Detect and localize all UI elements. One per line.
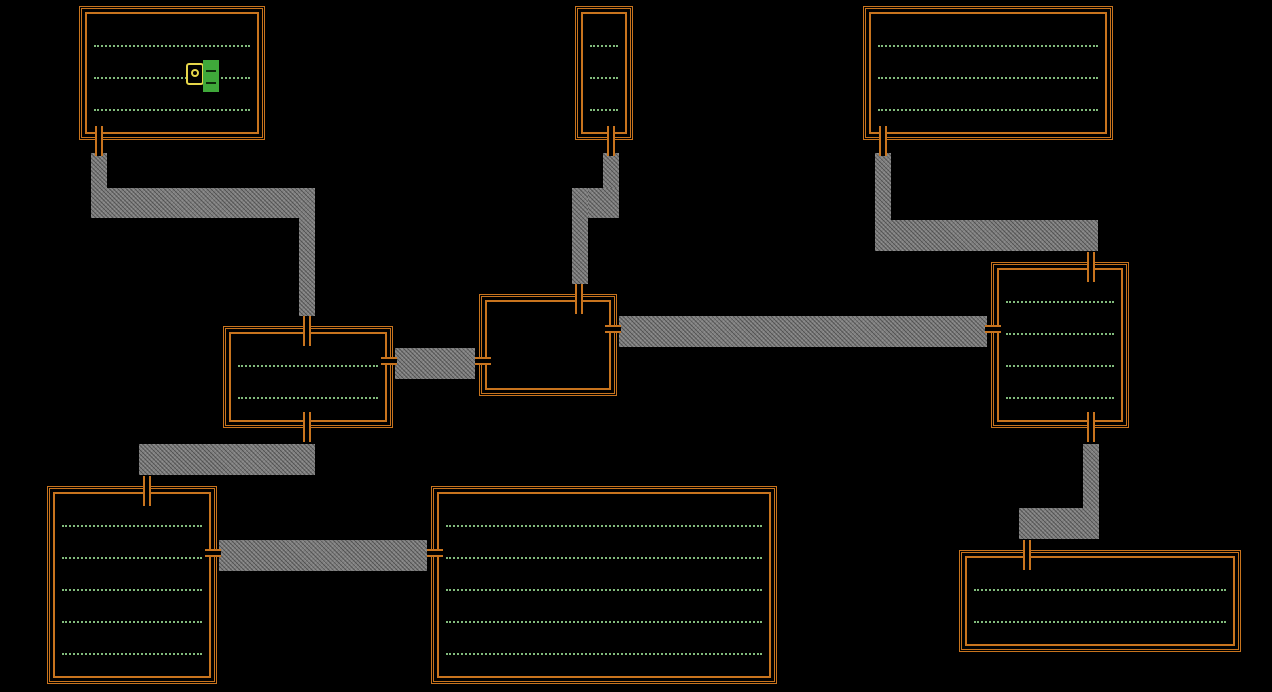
door-icon[interactable] — [1087, 252, 1095, 282]
room-center — [479, 294, 617, 396]
door-icon[interactable] — [143, 476, 151, 506]
door-icon[interactable] — [985, 325, 1001, 333]
room-right — [991, 262, 1129, 428]
room-top-right — [863, 6, 1113, 140]
door-icon[interactable] — [95, 126, 103, 156]
corridor — [572, 188, 588, 284]
door-icon[interactable] — [303, 412, 311, 442]
door-icon[interactable] — [475, 357, 491, 365]
door-icon[interactable] — [1087, 412, 1095, 442]
room-top-left — [79, 6, 265, 140]
corridor — [139, 444, 315, 475]
door-icon[interactable] — [605, 325, 621, 333]
door-icon[interactable] — [381, 357, 397, 365]
door-icon[interactable] — [427, 549, 443, 557]
room-bottom-middle — [431, 486, 777, 684]
door-icon[interactable] — [879, 126, 887, 156]
door-icon[interactable] — [1023, 540, 1031, 570]
door-icon[interactable] — [575, 284, 583, 314]
room-top-middle — [575, 6, 633, 140]
room-bottom-left — [47, 486, 217, 684]
corridor — [1019, 508, 1099, 539]
player-face-icon — [186, 63, 204, 85]
corridor — [219, 540, 427, 571]
door-icon[interactable] — [607, 126, 615, 156]
door-icon[interactable] — [303, 316, 311, 346]
corridor — [91, 188, 314, 218]
door-icon[interactable] — [205, 549, 221, 557]
green-scroll-icon[interactable] — [203, 60, 219, 92]
corridor — [619, 316, 987, 347]
corridor — [395, 348, 475, 379]
corridor — [875, 220, 1098, 251]
room-bottom-right — [959, 550, 1241, 652]
corridor — [299, 188, 315, 316]
